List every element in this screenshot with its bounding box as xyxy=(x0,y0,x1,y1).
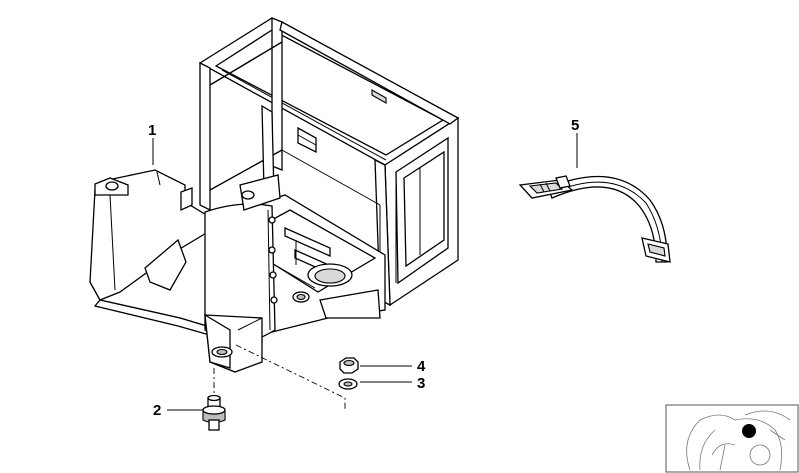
battery-tray-icon xyxy=(89,17,460,373)
assembly-line xyxy=(235,344,346,410)
tray-side-wall xyxy=(89,169,209,301)
rubber-mount-icon xyxy=(202,394,226,431)
tray-bracket-tab xyxy=(239,174,281,211)
battery-cage xyxy=(198,17,460,307)
callout-3: 3 xyxy=(417,375,425,392)
location-marker-icon xyxy=(742,424,756,438)
battery-strap-icon xyxy=(518,175,671,263)
callout-5: 5 xyxy=(571,117,579,134)
washer-icon xyxy=(338,378,358,390)
motorcycle-thumbnail-icon xyxy=(665,404,799,473)
callout-4: 4 xyxy=(417,358,426,375)
nut-icon xyxy=(339,357,359,374)
callout-1: 1 xyxy=(148,122,156,139)
tray-front-plate xyxy=(204,203,278,373)
leader-lines xyxy=(152,133,578,411)
callout-2: 2 xyxy=(153,402,161,419)
